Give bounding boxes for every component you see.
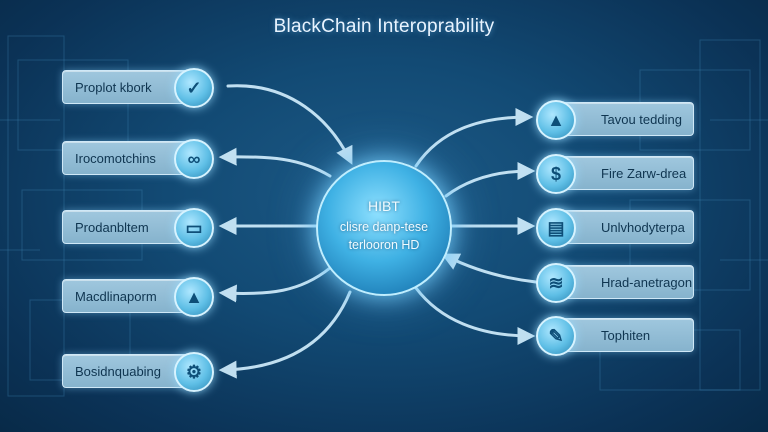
right-node-label: Hrad-anetragon	[601, 275, 693, 290]
gear-icon: ⚙	[174, 352, 214, 392]
diagram-title: BlackChain Interoprability	[273, 16, 495, 37]
left-node-label: Proplot kbork	[75, 80, 152, 95]
connector-left-4	[218, 266, 332, 303]
checkmark-icon: ✓	[174, 68, 214, 108]
left-node-label: Macdlinaporm	[75, 289, 157, 304]
right-node-label: Tophiten	[601, 328, 651, 343]
right-node-label: Fire Zarw-drea	[601, 166, 687, 181]
pyramid-icon: ▲	[536, 100, 576, 140]
connector-right-5	[414, 286, 536, 345]
hub-title: HIBT	[368, 198, 400, 214]
connector-left-1	[226, 84, 353, 165]
dollar-icon: $	[536, 154, 576, 194]
hub-subtitle-line2: terlooron HD	[348, 238, 420, 252]
connector-left-5	[218, 290, 352, 379]
connector-left-2	[218, 147, 332, 178]
card-icon: ▭	[174, 208, 214, 248]
document-icon: ▤	[536, 208, 576, 248]
stack-icon: ≋	[536, 263, 576, 303]
left-node-label: Irocomotchins	[75, 151, 156, 166]
connector-right-4	[441, 253, 538, 284]
pencil-icon: ✎	[536, 316, 576, 356]
central-hub: HIBT clisre danp-tese terlooron HD	[316, 160, 452, 296]
chart-icon: ▲	[174, 277, 214, 317]
right-node-label: Unlvhodyterpa	[601, 220, 685, 235]
left-node-label: Prodanbltem	[75, 220, 149, 235]
link-icon: ∞	[174, 139, 214, 179]
connector-right-2	[444, 162, 536, 198]
left-node-label: Bosidnquabing	[75, 364, 162, 379]
connector-right-1	[414, 108, 534, 168]
hub-subtitle-line1: clisre danp-tese	[339, 220, 429, 234]
right-node-label: Tavou tedding	[601, 112, 682, 127]
